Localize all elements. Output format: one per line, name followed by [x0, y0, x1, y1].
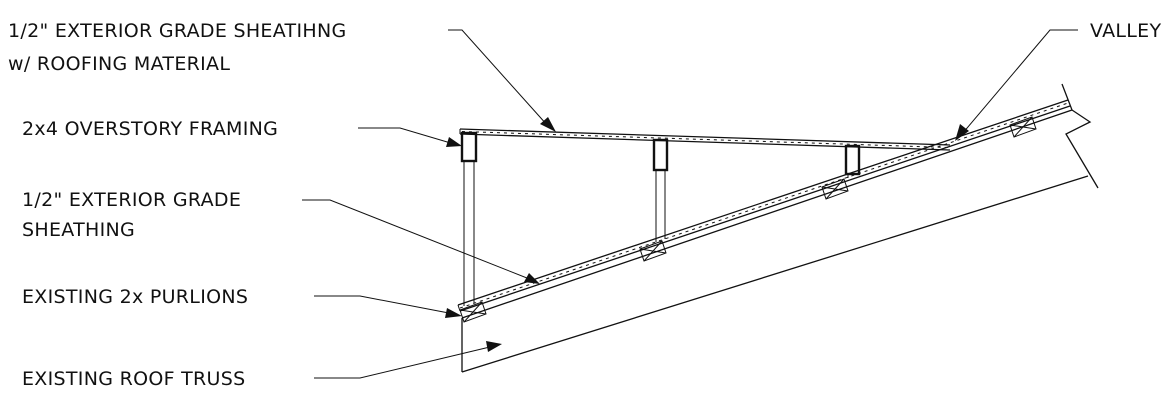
- label-roof-truss: EXISTING ROOF TRUSS: [22, 368, 246, 390]
- leader-overstory-framing: [358, 127, 462, 147]
- purlin: [639, 240, 667, 262]
- purlin: [459, 301, 487, 323]
- label-overstory-framing: 2x4 OVERSTORY FRAMING: [22, 118, 278, 140]
- upper-sheathing: [459, 128, 951, 151]
- label-sheathing-line2: SHEATHING: [22, 219, 135, 241]
- overstory-post: [844, 144, 861, 178]
- label-sheathing-roofing-line1: 1/2" EXTERIOR GRADE SHEATIHNG: [8, 20, 347, 42]
- label-sheathing-roofing-line2: w/ ROOFING MATERIAL: [8, 53, 230, 75]
- break-line: [1061, 83, 1099, 189]
- label-valley: VALLEY: [1090, 20, 1161, 42]
- lower-sheathing: [457, 99, 1071, 312]
- purlin: [1009, 116, 1037, 138]
- overstory-framing: [460, 131, 861, 306]
- label-purlions: EXISTING 2x PURLIONS: [22, 286, 248, 308]
- leader-valley: [955, 29, 1078, 141]
- leader-sheathing: [302, 199, 540, 284]
- overstory-post: [652, 138, 669, 242]
- overstory-post: [460, 131, 478, 306]
- leader-purlions: [314, 295, 462, 318]
- leader-roof-truss: [314, 341, 502, 379]
- label-sheathing-line1: 1/2" EXTERIOR GRADE: [22, 189, 241, 211]
- existing-roof-truss: [461, 109, 1089, 373]
- leader-sheathing-roofing: [448, 29, 556, 132]
